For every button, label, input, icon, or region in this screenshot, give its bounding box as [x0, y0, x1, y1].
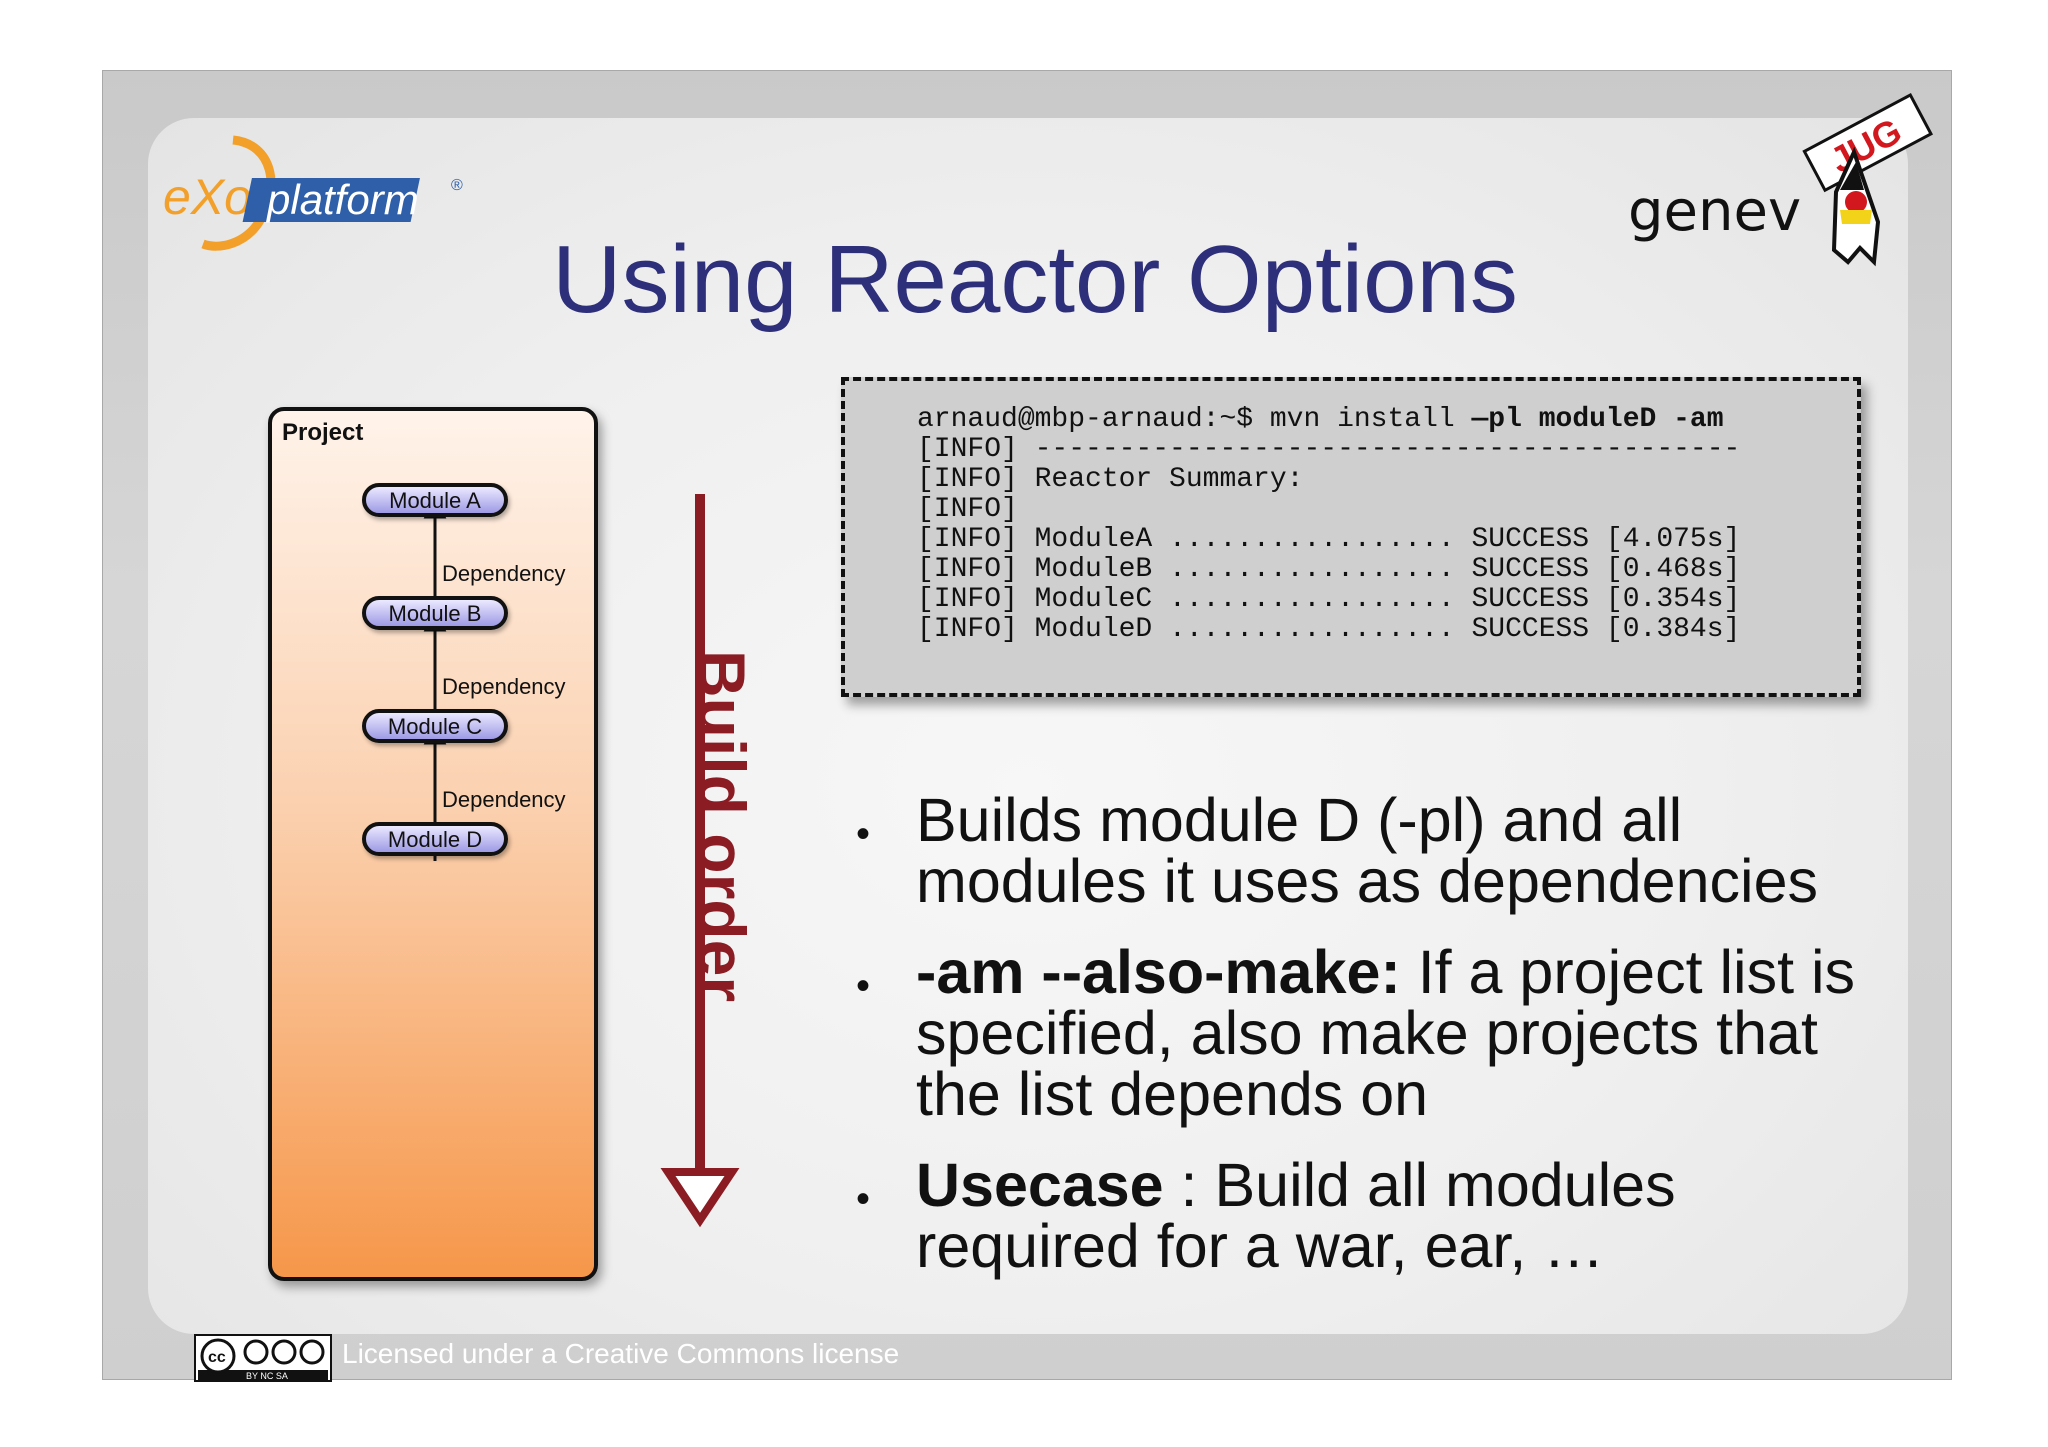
cc-text: cc — [208, 1349, 226, 1366]
platform-text: platform — [265, 176, 419, 223]
terminal-line: [INFO] ModuleD ................. SUCCESS… — [917, 614, 1741, 645]
jug-flag — [1802, 93, 1934, 193]
terminal-line: [INFO] ModuleB ................. SUCCESS… — [917, 554, 1741, 585]
command-prompt: arnaud@mbp-arnaud:~$ mvn install — [917, 404, 1472, 435]
bullet-dot: • — [856, 964, 871, 1008]
exo-platform-logo: eXo platform ® — [163, 135, 463, 251]
registered-mark: ® — [451, 177, 463, 194]
terminal-line: [INFO] — [917, 494, 1018, 525]
command-options: —pl moduleD -am — [1471, 404, 1724, 435]
build-order-arrow — [660, 494, 740, 1228]
module-b: Module B — [362, 596, 508, 630]
dependency-label-ab: Dependency — [442, 561, 566, 586]
project-label: Project — [282, 419, 364, 446]
creative-commons-badge-icon: cc BY NC SA — [194, 1334, 332, 1382]
bullet-item: •-am --also-make: If a project list is s… — [850, 942, 1890, 1125]
bullet-text: : Build all modules required for a war, … — [916, 1151, 1676, 1280]
bullet-text: If a project list is specified, also mak… — [916, 938, 1856, 1128]
terminal-line: [INFO] ModuleC ................. SUCCESS… — [917, 584, 1741, 615]
bullet-list: •Builds module D (-pl) and all modules i… — [850, 790, 1890, 1307]
genev-text: genev — [1628, 179, 1801, 244]
slide-title: Using Reactor Options — [552, 226, 1518, 333]
terminal-line: [INFO] ---------------------------------… — [917, 434, 1741, 465]
module-c: Module C — [362, 709, 508, 743]
duke-nose — [1845, 191, 1867, 213]
geneva-jug-logo: genev JUG — [1628, 93, 1934, 267]
terminal-line: [INFO] ModuleA ................. SUCCESS… — [917, 524, 1741, 555]
exo-text: eXo — [163, 169, 252, 225]
bullet-bold: Usecase — [916, 1151, 1164, 1219]
bullet-bold: -am --also-make: — [916, 938, 1401, 1006]
bullet-text: Builds module D (-pl) and all modules it… — [916, 786, 1819, 915]
build-order-label: Build order — [685, 650, 759, 1003]
terminal-output: arnaud@mbp-arnaud:~$ mvn install —pl mod… — [841, 377, 1861, 697]
terminal-line: [INFO] Reactor Summary: — [917, 464, 1304, 495]
module-d: Module D — [362, 822, 508, 856]
terminal-lines: arnaud@mbp-arnaud:~$ mvn install —pl mod… — [917, 405, 1740, 645]
terminal-command: arnaud@mbp-arnaud:~$ mvn install —pl mod… — [917, 405, 1740, 435]
bullet-item: •Builds module D (-pl) and all modules i… — [850, 790, 1890, 912]
bullet-item: •Usecase : Build all modules required fo… — [850, 1155, 1890, 1277]
module-a: Module A — [362, 483, 508, 517]
platform-bar — [242, 178, 420, 222]
bullet-dot: • — [856, 812, 871, 856]
project-box: Project Module A Dependency Module B Dep… — [268, 407, 598, 1281]
license-text: Licensed under a Creative Commons licens… — [342, 1338, 900, 1369]
cc-small-text: BY NC SA — [246, 1371, 288, 1381]
dependency-label-cd: Dependency — [442, 787, 566, 812]
dependency-label-bc: Dependency — [442, 674, 566, 699]
bullet-dot: • — [856, 1177, 871, 1221]
